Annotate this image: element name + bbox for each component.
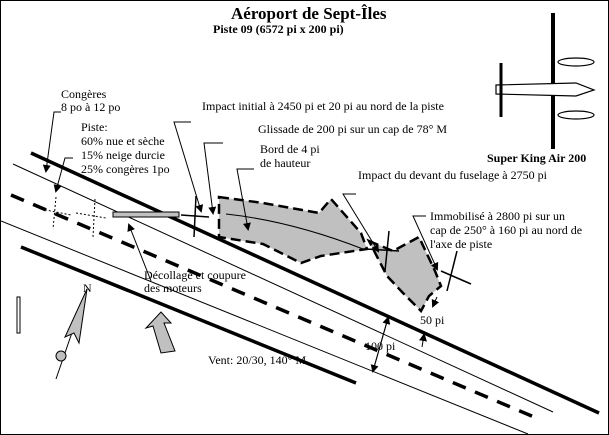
takeoff-path-bar [112, 211, 180, 218]
impact-initial-label: Impact initial à 2450 pi et 20 pi au nor… [202, 99, 444, 113]
runway-south-edge [20, 245, 357, 385]
super-king-air-icon [495, 13, 596, 149]
congeres-depth: 8 po à 12 po [61, 100, 121, 114]
aircraft-icon-ghost-2 [75, 198, 107, 238]
runway-north-edge [30, 151, 600, 415]
leader-lines [42, 111, 440, 373]
aircraft-label: Super King Air 200 [487, 151, 587, 165]
aircraft-icon-impact [180, 195, 210, 238]
page-subtitle: Piste 09 (6572 pi x 200 pi) [213, 22, 344, 36]
piste-condition-2: 15% neige durcie [81, 148, 165, 162]
immobilise-label-1: Immobilisé à 2800 pi sur un [430, 209, 565, 223]
bord-label-2: de hauteur [260, 156, 311, 170]
distance-50-label: 50 pi [420, 313, 445, 327]
aircraft-icon-final [440, 250, 472, 292]
immobilise-label-2: cap de 250° à 160 pi au nord de [430, 223, 583, 237]
scale-bar [16, 296, 21, 334]
slide-track [225, 213, 364, 250]
piste-label: Piste: [81, 120, 108, 134]
impact-devant-label: Impact du devant du fuselage à 2750 pi [358, 168, 547, 182]
wind-arrow-icon [144, 311, 176, 354]
wind-label: Vent: 20/30, 140° M [208, 353, 307, 367]
north-label: N [83, 281, 92, 295]
aircraft-icon-ghost-1 [40, 196, 72, 230]
slide-area [217, 195, 369, 265]
north-arrow-icon [55, 288, 88, 380]
runway-north-thin-line [12, 163, 554, 413]
piste-condition-1: 60% nue et sèche [81, 134, 165, 148]
immobilise-label-3: l'axe de piste [430, 237, 493, 251]
decollage-label-1: Décollage et coupure [144, 268, 246, 282]
piste-condition-3: 25% congères 1po [81, 162, 170, 176]
bord-label-1: Bord de 4 pi [260, 142, 320, 156]
runway-south-thin-line [1, 220, 529, 434]
glissade-label: Glissade de 200 pi sur un cap de 78° M [258, 122, 448, 136]
congeres-label: Congères [61, 87, 107, 101]
page-title: Aéroport de Sept-Îles [231, 4, 387, 23]
decollage-label-2: des moteurs [144, 281, 202, 295]
distance-100-label: 100 pi [365, 339, 396, 353]
